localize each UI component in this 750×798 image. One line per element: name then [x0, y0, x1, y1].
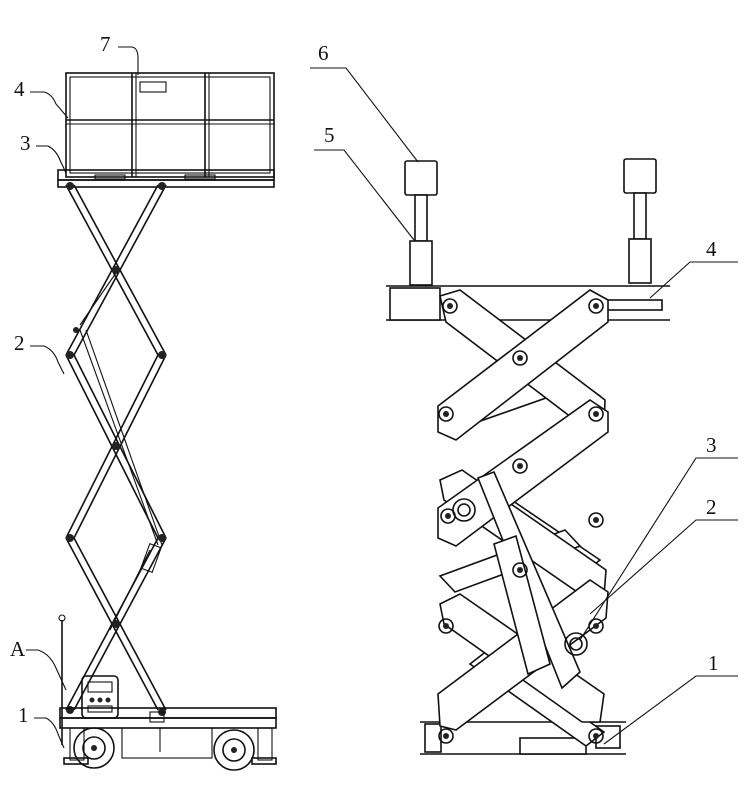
label-2-scissor-arms: 2	[14, 331, 25, 355]
left-front-wheel	[73, 727, 115, 769]
label-1-base: 1	[708, 651, 719, 675]
label-3-platform-base: 3	[20, 131, 31, 155]
label-2-arm: 2	[706, 495, 717, 519]
platform-deck	[57, 169, 275, 188]
top-cylinder-right	[623, 158, 657, 284]
top-cylinder-left	[404, 160, 438, 286]
label-4-platform: 4	[14, 77, 25, 101]
label-1-chassis: 1	[18, 703, 29, 727]
label-a-detail: A	[10, 637, 26, 661]
control-panel-detail-a	[58, 614, 119, 745]
left-elevation-view: 7 4 3 2 A 1	[10, 32, 277, 771]
label-5-cylinder-rod: 5	[324, 123, 335, 147]
right-detail-view: 6 5 4 3 2 1	[310, 41, 738, 755]
left-rear-wheel	[213, 729, 255, 771]
label-7-guardrail: 7	[100, 32, 111, 56]
label-4-platform-right: 4	[706, 237, 717, 261]
left-scissor-arms	[65, 182, 167, 716]
right-platform-frame	[386, 285, 670, 321]
label-6-top-cylinder: 6	[318, 41, 329, 65]
platform-guardrail	[65, 72, 275, 178]
label-3-lift-cylinder: 3	[706, 433, 717, 457]
